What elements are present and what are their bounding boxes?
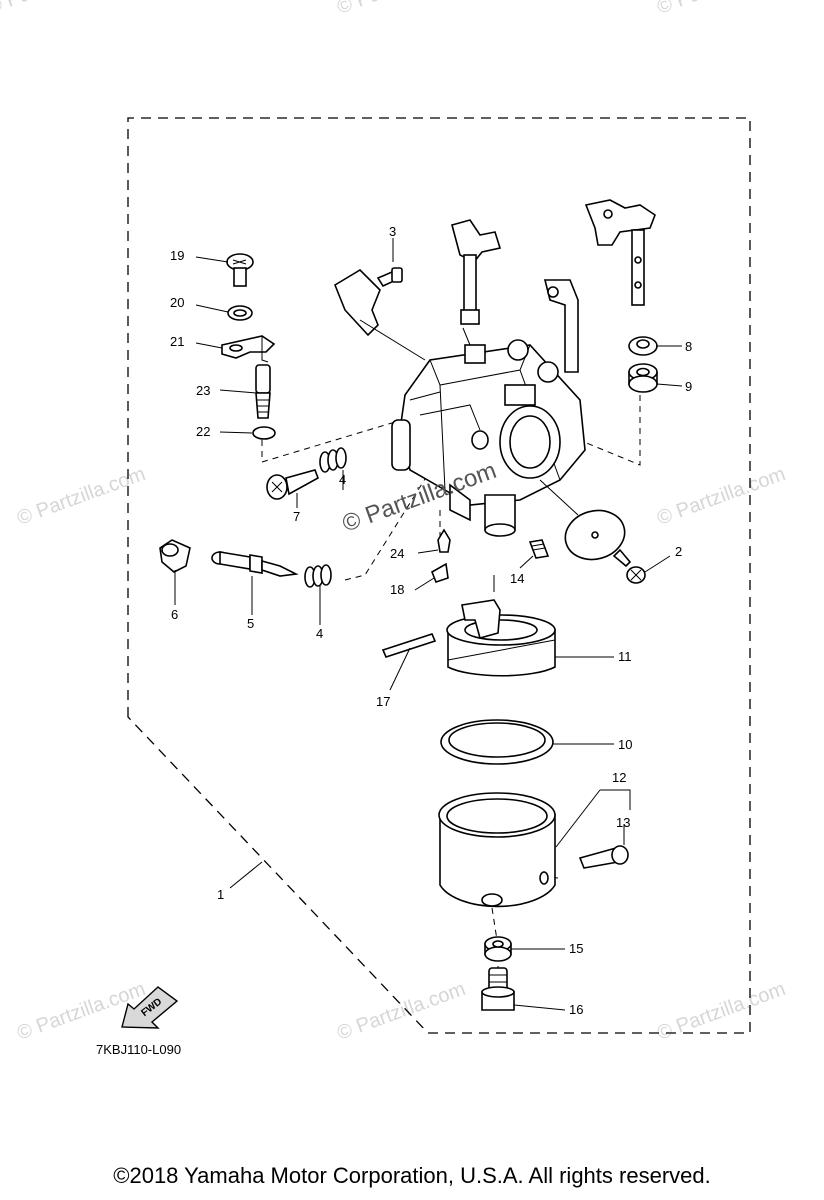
needle-5	[211, 551, 299, 577]
choke-plate	[334, 268, 426, 361]
jet-14	[528, 539, 550, 559]
watermark-text: © Partzilla.com	[654, 978, 788, 1045]
pin-17	[381, 633, 437, 658]
callout-23: 23	[196, 383, 210, 398]
callout-11: 11	[618, 649, 632, 664]
screw-7	[266, 469, 319, 500]
leader-lines	[174, 238, 683, 1011]
clip-18	[430, 562, 449, 583]
callout-18: 18	[390, 582, 404, 597]
callout-16: 16	[569, 1002, 583, 1017]
diagram-code: 7KBJ110-L090	[96, 1042, 182, 1057]
callout-12: 12	[612, 770, 626, 785]
throttle-plate-2	[539, 479, 626, 561]
watermark-text: © Partzilla.com	[334, 0, 468, 19]
callout-6: 6	[171, 607, 178, 622]
callout-24: 24	[390, 546, 404, 561]
callout-2: 2	[675, 544, 682, 559]
callout-10: 10	[618, 737, 632, 752]
screw-2	[612, 548, 646, 584]
callout-7: 7	[293, 509, 300, 524]
watermarks: © Partzilla.com © Partzilla.com © Partzi…	[0, 0, 788, 1045]
screw-19	[226, 253, 254, 287]
callout-15: 15	[569, 941, 583, 956]
callout-17: 17	[376, 694, 390, 709]
screw-13	[578, 845, 629, 869]
seal-9	[628, 363, 658, 393]
callout-21: 21	[170, 334, 184, 349]
watermark-text: © Partzilla.com	[334, 978, 468, 1045]
o-ring-22	[252, 426, 276, 440]
assembly-boundary	[127, 117, 751, 1034]
gasket-10	[440, 719, 554, 765]
callout-9: 9	[685, 379, 692, 394]
throttle-shaft	[451, 219, 502, 346]
callout-8: 8	[685, 339, 692, 354]
callout-4-upper: 4	[339, 472, 346, 487]
clip-20	[227, 305, 253, 321]
copyright-notice: ©2018 Yamaha Motor Corporation, U.S.A. A…	[113, 1163, 711, 1188]
jet-24	[437, 528, 451, 553]
float-11	[446, 575, 556, 677]
spring-4-lower	[304, 564, 332, 588]
watermark-text: © Partzilla.com	[0, 0, 118, 19]
callout-1: 1	[217, 887, 224, 902]
seal-8	[628, 336, 658, 356]
callout-19: 19	[170, 248, 184, 263]
float-bowl-12	[438, 792, 556, 908]
washer-15	[484, 936, 512, 962]
cap-6	[159, 539, 191, 573]
callout-numbers: 1 2 3 4 4 5 6 7 8 9 10 11 12 13 14 15 16…	[170, 224, 692, 1017]
callout-13: 13	[616, 815, 630, 830]
drain-bolt-16	[481, 967, 515, 1011]
callout-4-lower: 4	[316, 626, 323, 641]
callout-5: 5	[247, 616, 254, 631]
watermark-text: © Partzilla.com	[654, 463, 788, 530]
fwd-arrow-icon: FWD	[121, 986, 179, 1029]
callout-3: 3	[389, 224, 396, 239]
choke-shaft	[584, 199, 656, 306]
plate-21	[221, 335, 276, 363]
callout-22: 22	[196, 424, 210, 439]
callout-20: 20	[170, 295, 184, 310]
spring-4-upper	[319, 447, 347, 473]
callout-14: 14	[510, 571, 524, 586]
pilot-jet-23	[255, 364, 271, 419]
carburetor-body	[391, 279, 586, 537]
screw-3	[376, 267, 403, 288]
watermark-text: © Partzilla.com	[654, 0, 788, 19]
